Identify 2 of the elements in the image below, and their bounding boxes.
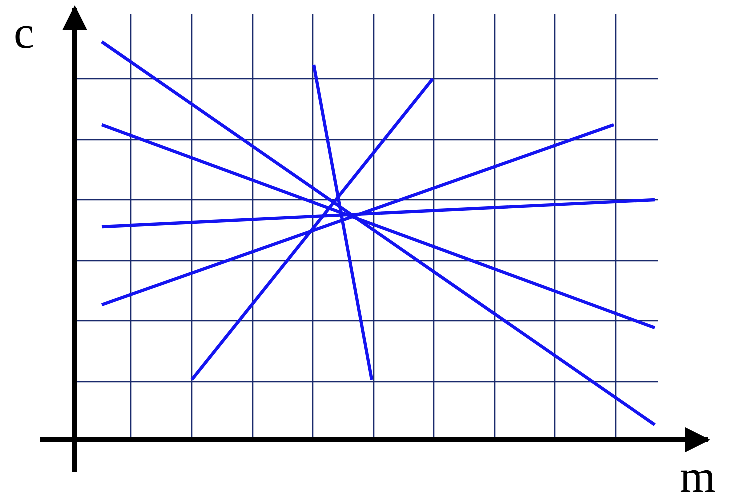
y-axis-label: c: [14, 10, 34, 56]
x-axis-label: m: [680, 454, 716, 500]
